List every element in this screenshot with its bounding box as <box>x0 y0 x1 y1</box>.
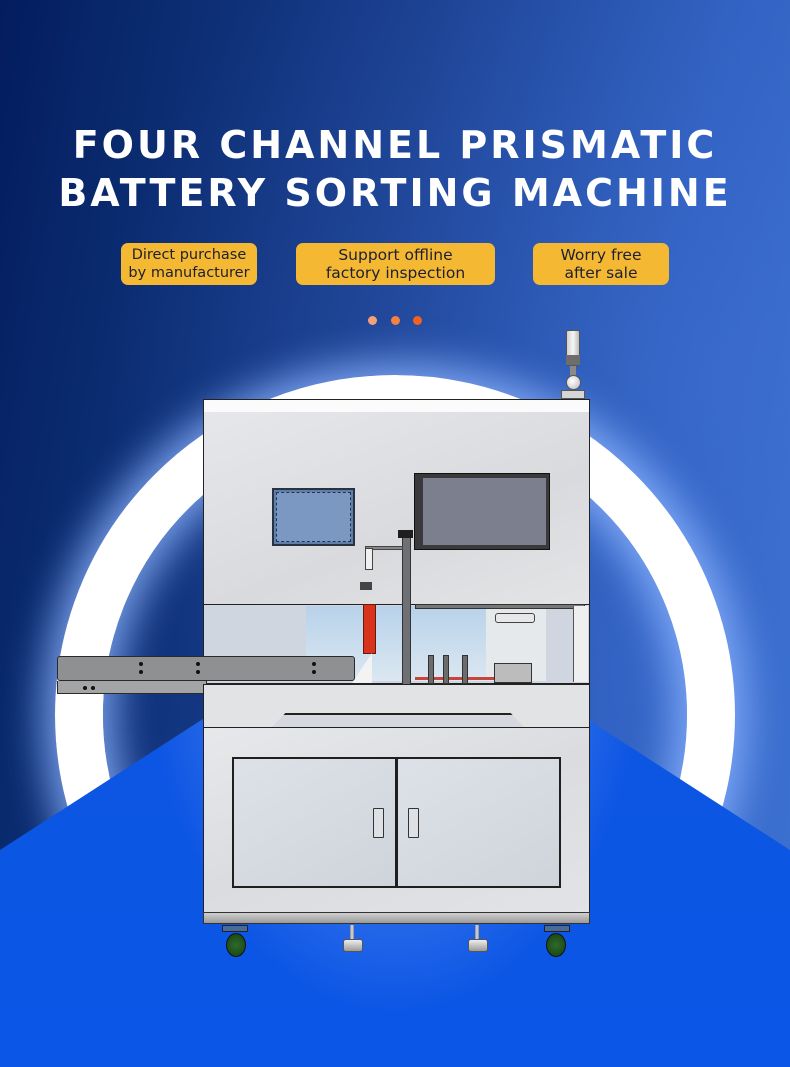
feature-badges: Direct purchase by manufacturer Support … <box>0 243 790 285</box>
machine-base-rail <box>203 912 590 924</box>
conveyor-base <box>57 681 207 694</box>
bolt-icon <box>312 662 316 666</box>
sorting-post <box>443 655 449 684</box>
badge-text-line-1: Worry free <box>560 246 642 264</box>
signal-tower-joint <box>566 375 581 390</box>
page-title-line-2: BATTERY SORTING MACHINE <box>58 171 732 215</box>
signal-tower-band <box>566 355 580 365</box>
gripper-head <box>360 582 372 590</box>
badge-text-line-2: after sale <box>564 264 638 282</box>
gantry-post <box>402 535 411 685</box>
door-handle-icon <box>408 808 419 838</box>
badge-after-sale: Worry free after sale <box>533 243 669 285</box>
badge-text-line-2: factory inspection <box>325 264 466 282</box>
signal-tower-stem <box>570 366 576 376</box>
badge-text-line-1: Support offline <box>338 246 453 264</box>
bolt-icon <box>139 670 143 674</box>
bolt-icon <box>139 662 143 666</box>
gripper-arm-vertical <box>365 548 373 570</box>
red-track-line <box>415 677 495 680</box>
right-pillar <box>573 606 588 682</box>
carousel-dot-3[interactable] <box>413 316 422 325</box>
caster-wheel-icon <box>544 925 570 957</box>
cabinet-door-left <box>232 757 397 888</box>
badge-direct-purchase: Direct purchase by manufacturer <box>121 243 257 285</box>
monitor-screen <box>423 478 546 545</box>
bolt-icon <box>196 670 200 674</box>
actuator-box <box>494 663 532 683</box>
carousel-dot-1[interactable] <box>368 316 377 325</box>
bolt-icon <box>91 686 95 690</box>
sorting-post <box>428 655 434 684</box>
bolt-icon <box>196 662 200 666</box>
red-guide-block <box>363 604 376 654</box>
signal-tower-base <box>561 390 585 399</box>
badge-text-line-1: Direct purchase <box>131 247 247 263</box>
badge-offline-inspection: Support offline factory inspection <box>296 243 495 285</box>
badge-text-line-2: by manufacturer <box>128 265 250 281</box>
infeed-conveyor <box>57 656 355 681</box>
carousel-dot-2[interactable] <box>391 316 400 325</box>
bolt-icon <box>312 670 316 674</box>
caster-wheel-icon <box>222 925 248 957</box>
machine-top-cap <box>203 399 590 413</box>
leveling-foot-icon <box>343 925 363 952</box>
leveling-foot-icon <box>468 925 488 952</box>
linear-rail <box>415 604 585 609</box>
page-title-line-1: FOUR CHANNEL PRISMATIC <box>72 123 718 167</box>
pneumatic-cylinder <box>495 613 535 623</box>
control-panel-face <box>276 492 351 542</box>
gantry-cap <box>398 530 413 538</box>
collection-tray <box>270 713 526 729</box>
cabinet-door-right <box>396 757 561 888</box>
door-handle-icon <box>373 808 384 838</box>
bolt-icon <box>83 686 87 690</box>
sorting-post <box>462 655 468 684</box>
